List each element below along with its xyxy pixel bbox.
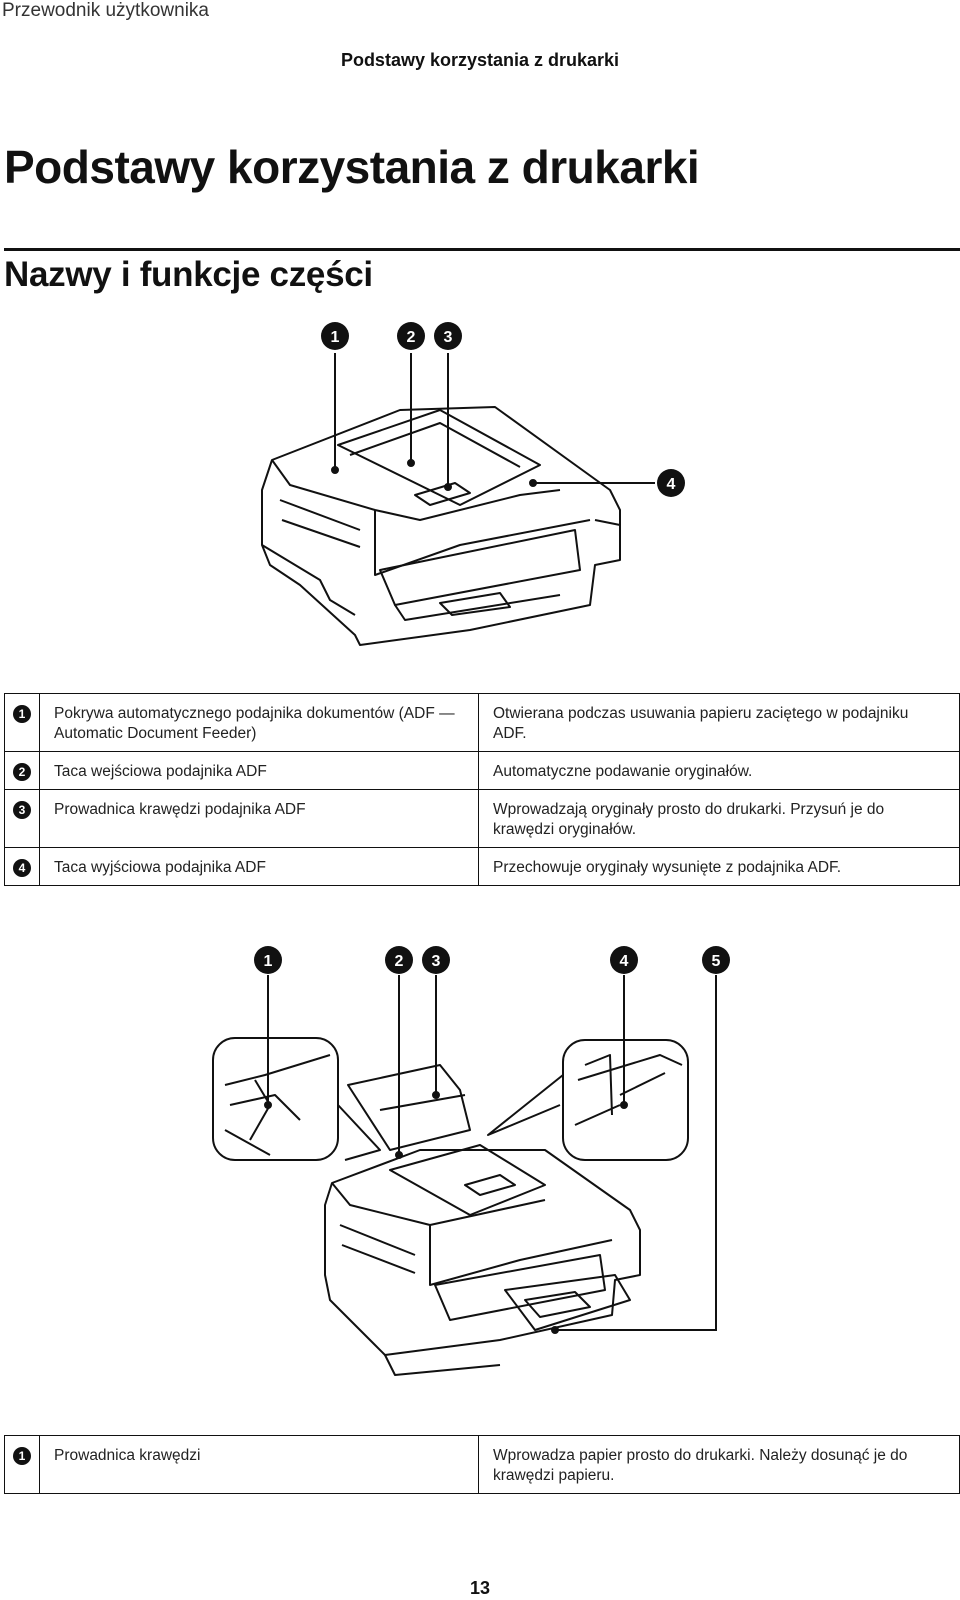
row-number-badge: 4 — [13, 859, 31, 877]
callout-3: 3 — [434, 322, 462, 350]
callout-4: 4 — [657, 469, 685, 497]
part-name: Taca wejściowa podajnika ADF — [39, 751, 479, 790]
callout-2: 2 — [385, 946, 413, 974]
figure1-callouts: 1 2 3 4 — [321, 322, 685, 497]
page-number: 13 — [469, 1578, 491, 1598]
callout-5: 5 — [702, 946, 730, 974]
part-name: Prowadnica krawędzi podajnika ADF — [39, 789, 479, 848]
part-name: Pokrywa automatycznego podajnika dokumen… — [39, 693, 479, 752]
part-description: Automatyczne podawanie oryginałów. — [478, 751, 960, 790]
table-row: 1 Prowadnica krawędzi Wprowadza papier p… — [4, 1435, 960, 1494]
row-number-badge: 1 — [13, 705, 31, 723]
row-number-badge: 2 — [13, 763, 31, 781]
callout-1: 1 — [254, 946, 282, 974]
table-row: 4 Taca wyjściowa podajnika ADF Przechowu… — [4, 847, 960, 886]
running-title: Przewodnik użytkownika — [2, 0, 209, 21]
figure2-callouts: 1 2 3 4 5 — [254, 946, 730, 974]
callout-1-label: 1 — [331, 329, 340, 346]
callout-1-label: 1 — [264, 953, 273, 970]
callout-5-label: 5 — [712, 953, 721, 970]
callout-4: 4 — [610, 946, 638, 974]
section-header: Podstawy korzystania z drukarki — [340, 50, 620, 70]
callout-2: 2 — [397, 322, 425, 350]
section-subheading: Nazwy i funkcje części — [4, 255, 373, 294]
part-description: Wprowadza papier prosto do drukarki. Nal… — [478, 1435, 960, 1494]
callout-2-label: 2 — [395, 953, 404, 970]
part-description: Wprowadzają oryginały prosto do drukarki… — [478, 789, 960, 848]
callout-2-label: 2 — [407, 329, 416, 346]
callout-3-label: 3 — [444, 329, 453, 346]
table-row: 1 Pokrywa automatycznego podajnika dokum… — [4, 693, 960, 752]
part-description: Przechowuje oryginały wysunięte z podajn… — [478, 847, 960, 886]
callout-3-label: 3 — [432, 953, 441, 970]
parts-table-adf: 1 Pokrywa automatycznego podajnika dokum… — [4, 693, 960, 886]
part-description: Otwierana podczas usuwania papieru zacię… — [478, 693, 960, 752]
figure-printer-feeder — [212, 975, 717, 1376]
part-name: Prowadnica krawędzi — [39, 1435, 479, 1494]
page-heading: Podstawy korzystania z drukarki — [4, 141, 700, 193]
figure-printer-adf — [261, 353, 655, 646]
row-number-badge: 3 — [13, 801, 31, 819]
callout-4-label: 4 — [667, 476, 676, 493]
table-row: 2 Taca wejściowa podajnika ADF Automatyc… — [4, 751, 960, 790]
callout-1: 1 — [321, 322, 349, 350]
part-name: Taca wyjściowa podajnika ADF — [39, 847, 479, 886]
callout-4-label: 4 — [620, 953, 629, 970]
parts-table-feeder: 1 Prowadnica krawędzi Wprowadza papier p… — [4, 1435, 960, 1494]
row-number-badge: 1 — [13, 1447, 31, 1465]
heading-rule — [4, 248, 960, 251]
callout-3: 3 — [422, 946, 450, 974]
table-row: 3 Prowadnica krawędzi podajnika ADF Wpro… — [4, 789, 960, 848]
